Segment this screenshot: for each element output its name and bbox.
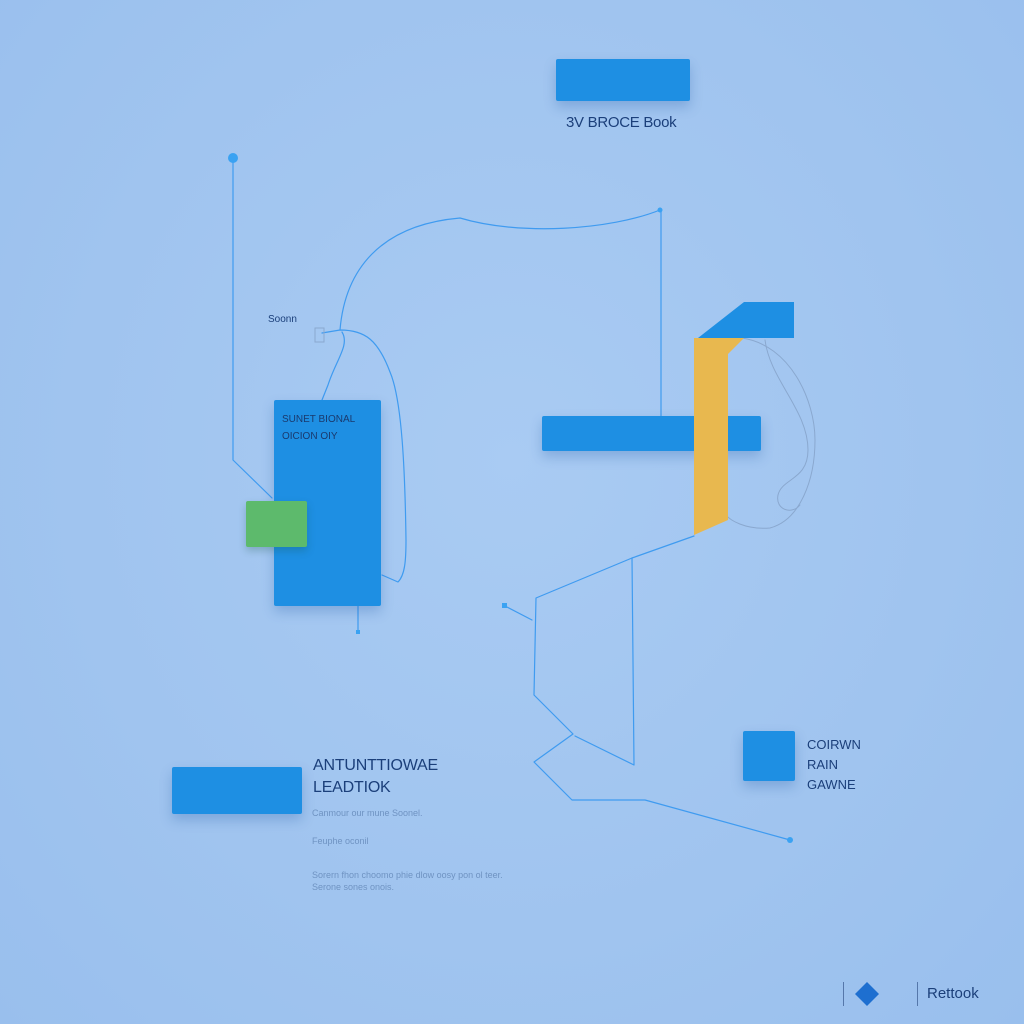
wire-node-upper-right [657, 207, 663, 213]
side-label-line3: GAWNE [807, 777, 856, 792]
bracket-top [698, 302, 794, 338]
wire-upper-arc [339, 209, 661, 331]
heading-line2: LEADTIOK [313, 779, 391, 796]
yellow-bar [694, 338, 744, 535]
wire-node-spur [502, 603, 507, 608]
lower-left-block [172, 767, 302, 814]
side-label-line2: RAIN [807, 757, 839, 772]
wire-left-lead [232, 157, 273, 499]
top-block [556, 59, 690, 101]
desc-line4: Serone sones onois. [312, 882, 395, 892]
wire-node-lower-right [787, 837, 793, 843]
green-block [246, 501, 307, 547]
wire-node-top-left [228, 153, 238, 163]
tiny-connector [314, 327, 325, 343]
diamond-icon [855, 982, 879, 1006]
wire-node-panel-bottom [356, 630, 360, 634]
wire-panel-loop [321, 329, 407, 583]
top-caption: 3V BROCE Book [566, 114, 677, 131]
corner-bracket [694, 302, 794, 535]
desc-line1: Canmour our mune Soonel. [312, 808, 423, 818]
wire-descend [533, 535, 791, 841]
footer-divider-left [843, 982, 844, 1006]
wire-small-spur [504, 605, 533, 621]
desc-line2: Feuphe oconil [312, 836, 369, 846]
wire-right-loop-outer [725, 337, 816, 529]
panel-text-line2: OICION OIY [282, 431, 338, 442]
desc-line3: Sorern fhon choomo phie dlow oosy pon ol… [312, 870, 503, 880]
footer-brand: Rettook [927, 985, 979, 1002]
tiny-label: Soonn [268, 314, 297, 325]
wire-descend-branch [574, 557, 635, 766]
side-label-line1: COIRWN [807, 737, 861, 752]
wire-panel-inner [321, 331, 345, 401]
footer-divider-right [917, 982, 918, 1006]
lower-right-block [743, 731, 795, 781]
panel-text-line1: SUNET BIONAL [282, 414, 356, 425]
wire-right-loop-inner [764, 339, 809, 511]
heading-line1: ANTUNTTIOWAE [313, 757, 438, 774]
